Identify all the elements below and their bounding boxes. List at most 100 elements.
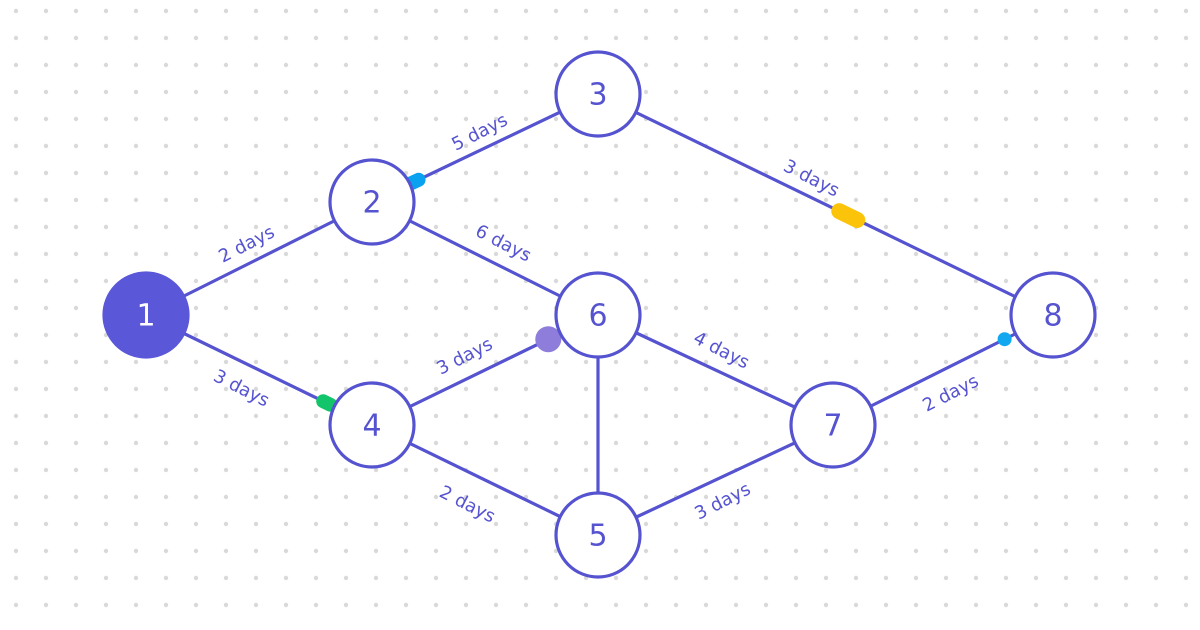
grid-dot — [733, 359, 739, 365]
grid-dot — [13, 170, 19, 176]
grid-dot — [523, 62, 529, 68]
grid-dot — [163, 170, 169, 176]
grid-dot — [913, 197, 919, 203]
grid-dot — [313, 494, 319, 500]
grid-dot — [643, 575, 649, 581]
grid-dot — [823, 62, 829, 68]
grid-dot — [853, 143, 859, 149]
grid-dot — [493, 116, 499, 122]
grid-dot — [823, 35, 829, 41]
node-7[interactable]: 7 — [789, 381, 877, 469]
grid-dot — [463, 143, 469, 149]
grid-dot — [643, 143, 649, 149]
grid-dot — [43, 278, 49, 284]
grid-dot — [1063, 359, 1069, 365]
grid-dot — [1033, 413, 1039, 419]
grid-dot — [1093, 62, 1099, 68]
grid-dot — [943, 440, 949, 446]
grid-dot — [1123, 116, 1129, 122]
grid-dot — [133, 521, 139, 527]
grid-dot — [523, 332, 529, 338]
grid-dot — [283, 278, 289, 284]
grid-dot — [193, 89, 199, 95]
grid-dot — [1003, 521, 1009, 527]
grid-dot — [343, 8, 349, 14]
grid-dot — [253, 548, 259, 554]
grid-dot — [133, 602, 139, 608]
grid-dot — [43, 35, 49, 41]
grid-dot — [103, 440, 109, 446]
node-4[interactable]: 4 — [328, 381, 416, 469]
grid-dot — [733, 116, 739, 122]
grid-dot — [373, 332, 379, 338]
grid-dot — [253, 575, 259, 581]
node-2[interactable]: 2 — [328, 158, 416, 246]
grid-dot — [673, 467, 679, 473]
grid-dot — [13, 602, 19, 608]
grid-dot — [763, 197, 769, 203]
grid-dot — [493, 170, 499, 176]
grid-dot — [1153, 494, 1159, 500]
node-3[interactable]: 3 — [554, 50, 642, 138]
grid-dot — [163, 251, 169, 257]
grid-dot — [1123, 413, 1129, 419]
grid-dot — [253, 224, 259, 230]
grid-dot — [613, 467, 619, 473]
grid-dot — [583, 386, 589, 392]
grid-dot — [493, 197, 499, 203]
grid-dot — [13, 467, 19, 473]
node-6[interactable]: 6 — [554, 271, 642, 359]
grid-dot — [823, 89, 829, 95]
grid-dot — [1093, 521, 1099, 527]
grid-dot — [223, 602, 229, 608]
grid-dot — [1003, 602, 1009, 608]
grid-dot — [223, 359, 229, 365]
grid-dot — [463, 602, 469, 608]
grid-dot — [313, 467, 319, 473]
node-1[interactable]: 1 — [102, 271, 190, 359]
grid-dot — [1183, 224, 1189, 230]
grid-dot — [223, 386, 229, 392]
grid-dot — [523, 521, 529, 527]
grid-dot — [73, 89, 79, 95]
grid-dot — [1033, 197, 1039, 203]
grid-dot — [163, 602, 169, 608]
grid-dot — [553, 413, 559, 419]
grid-dot — [733, 305, 739, 311]
grid-dot — [1093, 224, 1099, 230]
grid-dot — [103, 386, 109, 392]
grid-dot — [673, 143, 679, 149]
grid-dot — [973, 332, 979, 338]
grid-dot — [13, 575, 19, 581]
node-8[interactable]: 8 — [1009, 271, 1097, 359]
grid-dot — [193, 35, 199, 41]
grid-dot — [763, 8, 769, 14]
grid-dot — [1093, 197, 1099, 203]
node-label: 1 — [136, 299, 155, 334]
grid-dot — [163, 197, 169, 203]
grid-dot — [613, 35, 619, 41]
grid-dot — [1183, 332, 1189, 338]
grid-dot — [943, 494, 949, 500]
node-5[interactable]: 5 — [554, 491, 642, 579]
grid-dot — [673, 602, 679, 608]
grid-dot — [913, 413, 919, 419]
grid-dot — [1153, 305, 1159, 311]
grid-dot — [883, 197, 889, 203]
grid-dot — [1003, 143, 1009, 149]
grid-dot — [883, 494, 889, 500]
grid-dot — [553, 440, 559, 446]
grid-dot — [193, 143, 199, 149]
grid-dot — [1063, 251, 1069, 257]
grid-dot — [583, 359, 589, 365]
grid-dot — [433, 35, 439, 41]
grid-dot — [583, 251, 589, 257]
node-label: 5 — [588, 519, 607, 554]
grid-dot — [613, 359, 619, 365]
grid-dot — [1183, 602, 1189, 608]
grid-dot — [43, 440, 49, 446]
grid-dot — [793, 548, 799, 554]
edge-3-8[interactable] — [596, 92, 1055, 317]
grid-dot — [973, 224, 979, 230]
grid-dot — [1153, 116, 1159, 122]
